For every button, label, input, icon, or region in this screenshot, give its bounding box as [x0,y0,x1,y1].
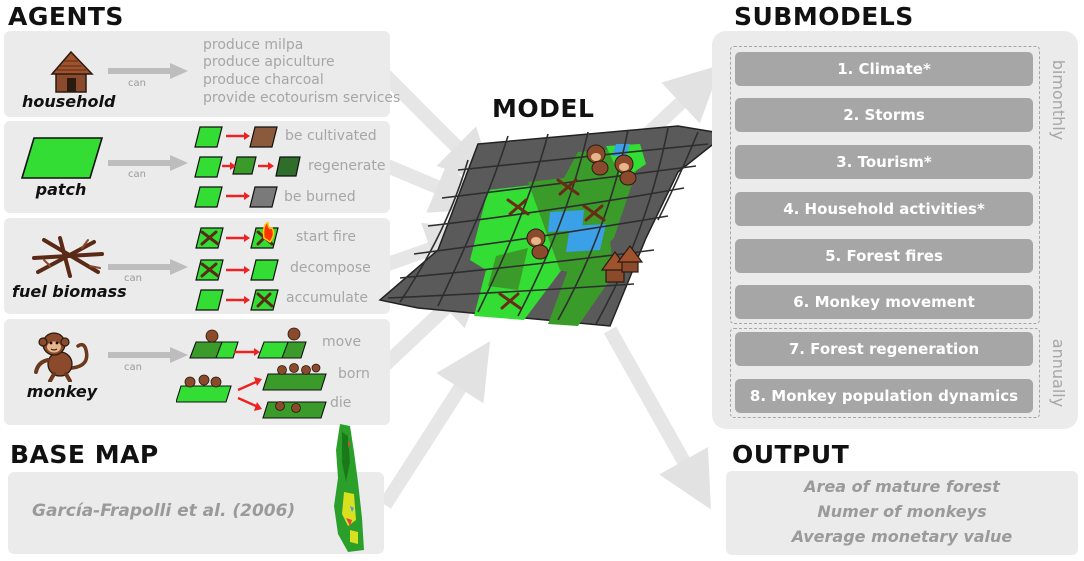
can-arrow-household [108,63,188,79]
bimonthly-group-frame [730,46,1040,324]
fuel-action-2: decompose [290,260,371,276]
monkey-action-1: move [322,334,362,350]
output-item-3: Average monetary value [791,527,1013,546]
arrow-household-to-model [380,70,496,186]
household-action-4: provide ecotourism services [203,90,401,106]
fuel-biomass-icon [32,236,104,278]
patch-action-2: regenerate [308,158,386,174]
monkey-icon [34,332,89,382]
patch-action-1: be cultivated [285,128,377,144]
monkey-action-3: die [330,395,352,411]
patch-icon [20,137,104,179]
agent-name-household: household [22,92,116,111]
model-title: MODEL [492,94,595,123]
output-title: OUTPUT [732,440,850,469]
can-arrow-fuel-biomass [108,259,188,275]
submodel-monkey-movement: 6. Monkey movement [735,285,1033,319]
household-action-1: produce milpa [203,37,304,53]
can-label-household: can [128,78,146,89]
arrow-basemap-to-model [379,341,491,509]
can-label-patch: can [128,169,146,180]
base-map-title: BASE MAP [10,440,159,469]
output-panel [726,471,1078,555]
monkey-action-2: born [338,366,370,382]
agent-name-monkey: monkey [26,382,98,401]
patch-actions-illustration [194,126,301,208]
can-arrow-monkey [108,347,188,363]
base-map-panel [8,472,384,554]
submodel-forest-fires: 5. Forest fires [735,239,1033,273]
model-landscape-icon [378,125,728,327]
annually-label: annually [1049,338,1068,408]
can-arrow-patch [108,155,188,171]
output-item-2: Numer of monkeys [817,502,987,521]
arrow-model-to-output [603,326,711,510]
can-label-monkey: can [124,362,142,373]
submodel-forest-regeneration: 7. Forest regeneration [735,332,1033,366]
base-map-icon [334,424,364,552]
arrow-patch-to-model [382,158,489,213]
monkey-actions-illustration [176,327,327,419]
patch-action-3: be burned [284,189,356,205]
submodel-tourism: 3. Tourism* [735,145,1033,179]
output-item-1: Area of mature forest [804,477,1000,496]
household-action-3: produce charcoal [203,72,324,88]
agents-title: AGENTS [8,2,124,31]
submodel-climate: 1. Climate* [735,52,1033,86]
submodel-household-activities: 4. Household activities* [735,192,1033,226]
household-action-2: produce apiculture [203,54,335,70]
can-label-fuel-biomass: can [124,273,142,284]
submodel-storms: 2. Storms [735,98,1033,132]
fuel-actions-illustration [195,222,279,311]
agent-name-fuel-biomass: fuel biomass [12,282,127,301]
base-map-citation: García-Frapolli et al. (2006) [32,501,296,521]
bimonthly-label: bimonthly [1049,59,1068,141]
fuel-action-1: start fire [296,229,356,245]
hut-icon [50,50,94,93]
agent-name-patch: patch [35,180,87,199]
fuel-action-3: accumulate [286,290,368,306]
submodels-title: SUBMODELS [734,2,914,31]
submodel-monkey-population-dynamics: 8. Monkey population dynamics [735,379,1033,413]
annually-group-frame [730,328,1040,418]
